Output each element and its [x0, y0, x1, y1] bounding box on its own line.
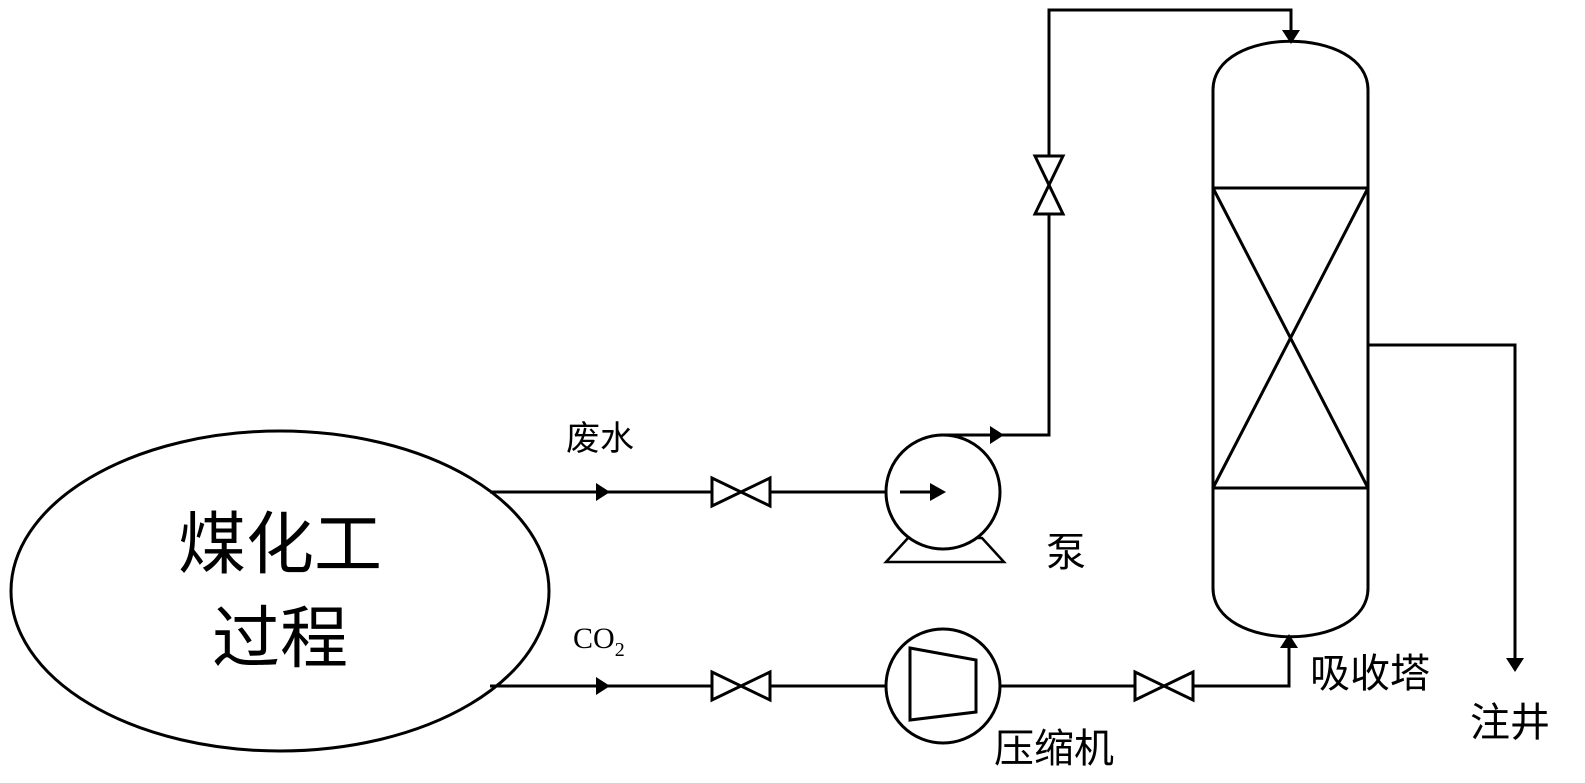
process-unit-label-line2: 过程	[212, 600, 348, 679]
wastewater-valve	[710, 475, 772, 509]
absorber-shell	[1211, 39, 1370, 639]
process-unit-ellipse	[9, 429, 551, 753]
discharge-valve	[1032, 154, 1066, 216]
compressor-discharge-valve	[1133, 669, 1195, 703]
discharge-pipe-upper	[1047, 8, 1293, 156]
absorber-top-inlet-arrow	[1282, 30, 1300, 44]
wastewater-label: 废水	[566, 419, 634, 459]
wastewater-line: 废水	[490, 419, 946, 509]
packing-diagonal-2	[1211, 187, 1370, 489]
process-unit-label-line1: 煤化工	[178, 506, 382, 585]
absorber-tower: 吸收塔	[1211, 39, 1430, 697]
absorber-bottom-inlet-arrow	[1280, 634, 1298, 648]
compressor-symbol	[908, 646, 978, 722]
injection-flow-arrow	[1506, 658, 1524, 672]
pump-label: 泵	[1046, 530, 1086, 576]
co2-line: CO2	[490, 622, 886, 703]
compressor-label: 压缩机	[994, 726, 1114, 772]
pump: 泵	[883, 433, 1086, 576]
co2-flow-arrow	[596, 677, 610, 695]
pump-discharge-line	[940, 8, 1300, 444]
compressor-body	[884, 627, 1002, 745]
injection-well-label: 注井	[1470, 700, 1550, 746]
co2-valve	[710, 669, 772, 703]
injection-outlet-line: 注井	[1368, 343, 1550, 746]
discharge-pipe-lower	[940, 214, 1051, 437]
discharge-flow-arrow	[990, 426, 1004, 444]
absorber-label: 吸收塔	[1310, 651, 1430, 697]
co2-label: CO2	[573, 622, 625, 661]
compressor: 压缩机	[884, 627, 1114, 772]
coal-chemical-process-unit: 煤化工 过程	[9, 429, 551, 753]
compressor-discharge-line	[1000, 634, 1298, 703]
wastewater-flow-arrow	[596, 483, 610, 501]
